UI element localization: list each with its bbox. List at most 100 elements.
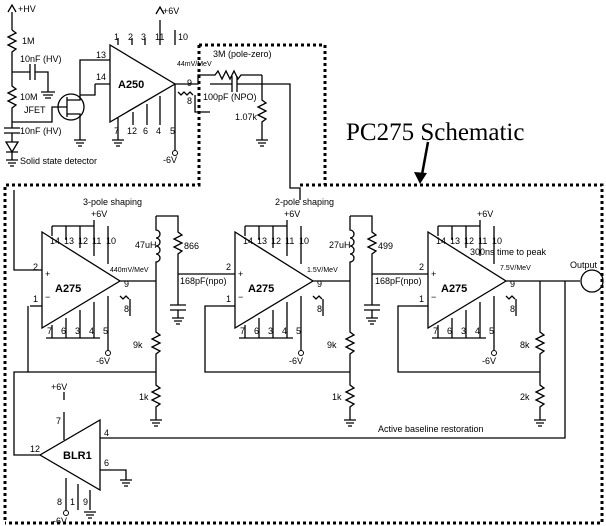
a250-top-pin-5: 10 (178, 32, 188, 42)
stage2-top-pin-1: 14 (243, 236, 253, 246)
stage1-series-r-label: 866 (184, 241, 199, 251)
blr1-pin7: 7 (56, 416, 61, 426)
stage1-capacitor (170, 281, 186, 318)
stage3-r-ground (534, 419, 546, 427)
stage-2: 2-pole shaping A275 2 1 + − 14 13 12 11 … (178, 197, 422, 427)
blr1-amplifier (38, 418, 101, 492)
blr1-pin1: 1 (70, 497, 75, 507)
stage-1: 3-pole shaping A275 2 1 + − 14 13 12 11 … (13, 190, 227, 427)
stage2-minus: − (238, 292, 243, 302)
a250-pin8-wire (177, 91, 210, 113)
stage3-bot-pin-4: 4 (475, 326, 480, 336)
stage3-pin8: 8 (510, 304, 515, 314)
stage1-top-pins (51, 226, 109, 264)
stage2-gain: 1.5V/MeV (307, 267, 338, 274)
stage1-vneg: -6V (96, 356, 110, 366)
stage1-amp-name: A275 (55, 283, 81, 295)
stage2-pin1: 1 (226, 294, 231, 304)
stage1-r-fb-label: 9k (133, 340, 143, 350)
stage2-cap-label: 168pF(npo) (375, 276, 422, 286)
stage1-pin8-wire (119, 295, 131, 316)
stage2-top-pin-5: 10 (299, 236, 309, 246)
stage-3: 300ns time to peak A275 2 1 + − 14 13 12… (372, 209, 604, 427)
stage3-label: 300ns time to peak (470, 247, 547, 257)
capacitor-c1 (29, 64, 36, 80)
a250-pin9: 9 (187, 78, 192, 88)
stage3-feedback-wire (397, 305, 540, 373)
blr1-vpos: +6V (51, 382, 67, 392)
detector-label: Solid state detector (20, 156, 97, 166)
stage2-bot-pin-1: 7 (240, 326, 245, 336)
stage3-bottom-pins (437, 296, 495, 350)
stage1-top-pin-3: 12 (78, 236, 88, 246)
stage1-minus: − (45, 292, 50, 302)
stage1-bot-pin-1: 7 (47, 326, 52, 336)
stage3-top-pin-5: 10 (492, 236, 502, 246)
stage3-r-fb (534, 281, 546, 372)
a250-in14-wire (80, 83, 110, 96)
stage1-bot-pin-5: 5 (103, 326, 108, 336)
stage3-top-pins (437, 226, 495, 264)
pz-r-label: 3M (pole-zero) (213, 49, 272, 59)
stage2-pin8: 8 (317, 304, 322, 314)
detector-ground (6, 159, 18, 167)
schematic-title: PC275 Schematic (346, 119, 524, 146)
blr-section: BLR1 +6V 7 12 4 6 8 1 9 -6V Active basel… (13, 281, 566, 526)
jfet-ground (74, 139, 86, 147)
jfet-gate-wire (12, 106, 67, 123)
pz-r2-label: 1.07k (235, 112, 258, 122)
stage3-pin2: 2 (419, 262, 424, 272)
stage3-r-gnd-label: 2k (520, 392, 530, 402)
baseline-restoration-label: Active baseline restoration (378, 424, 484, 434)
resistor-10m (6, 66, 18, 122)
a250-vpos-arrow (155, 5, 165, 15)
stage2-top-pin-3: 12 (271, 236, 281, 246)
stage2-vneg: -6V (289, 356, 303, 366)
stage1-top-pin-1: 14 (50, 236, 60, 246)
blr1-bottom-ground (84, 511, 96, 519)
a250-vpos: +6V (163, 6, 179, 16)
stage1-pin2: 2 (33, 262, 38, 272)
stage2-label: 2-pole shaping (275, 197, 334, 207)
blr1-vneg: -6V (53, 516, 67, 526)
stage3-pin9: 9 (510, 279, 515, 289)
stage2-amp-name: A275 (248, 283, 274, 295)
stage1-top-pin-4: 11 (92, 236, 101, 246)
stage1-series-resistor (156, 215, 184, 281)
pz-ground (256, 139, 268, 147)
stage1-cap-ground (172, 317, 184, 325)
stage2-r-fb-label: 9k (327, 340, 337, 350)
stage2-bot-pin-3: 3 (268, 326, 273, 336)
stage2-series-resistor (350, 215, 378, 281)
stage3-vneg: -6V (482, 356, 496, 366)
jfet-drain-wire (79, 59, 110, 88)
stage1-r-ground (150, 419, 162, 427)
detector-wire (6, 151, 18, 160)
blr1-pin8: 8 (57, 497, 62, 507)
stage2-r-gnd (344, 372, 356, 420)
frontend-boundary (3, 45, 201, 523)
stage3-top-pin-3: 12 (464, 236, 474, 246)
hv-arrow (7, 3, 17, 13)
stage2-bottom-pins (244, 296, 302, 350)
stage3-pin1: 1 (419, 294, 424, 304)
a250-pin8: 8 (187, 96, 192, 106)
stage3-top-pin-4: 11 (478, 236, 487, 246)
a250-bottom-pin-4: 4 (156, 126, 161, 136)
blr1-pin4: 4 (104, 428, 109, 438)
stage2-cap-ground (366, 317, 378, 325)
a250-out-wire (175, 74, 210, 85)
main-boundary (5, 183, 604, 525)
stage2-r-ground (344, 419, 356, 427)
stage3-bot-pin-2: 6 (447, 326, 452, 336)
stage2-bot-pin-5: 5 (296, 326, 301, 336)
stage2-inductor-label: 27uH (329, 240, 351, 250)
stage1-r-fb (150, 281, 162, 372)
stage1-top-bus (52, 220, 95, 227)
a250-bottom-pin-2: 12 (127, 126, 137, 136)
pz-out-wire (262, 83, 301, 200)
blr1-out-wire (13, 371, 40, 456)
title-arrow-head (414, 172, 427, 184)
